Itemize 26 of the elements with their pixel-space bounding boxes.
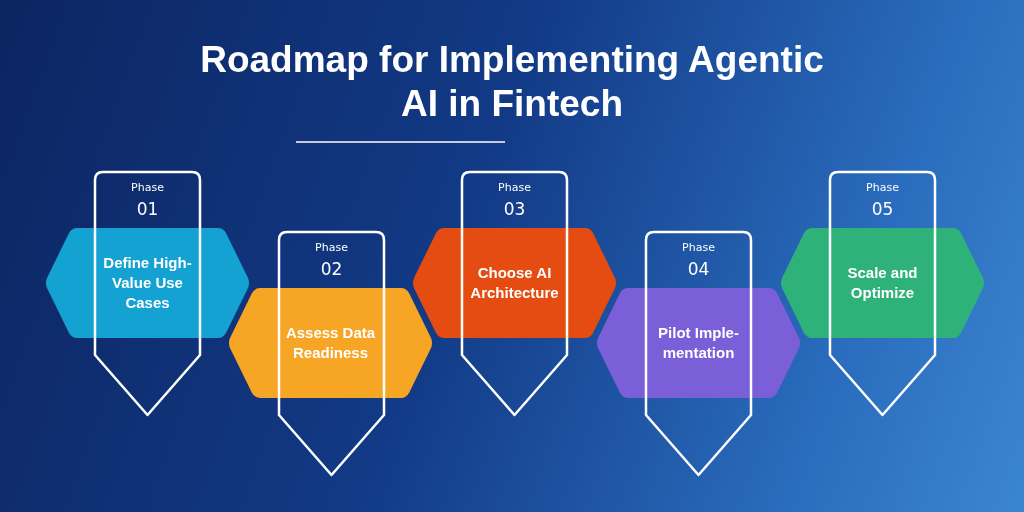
phase-outline: [95, 172, 200, 415]
phase-number: 05: [870, 198, 895, 220]
phase-label: Phase: [314, 241, 349, 255]
phase-title: Choose AI Architecture: [469, 263, 560, 303]
phase-number: 03: [502, 198, 527, 220]
phase-number: 01: [135, 198, 160, 220]
phase-number: 02: [319, 258, 344, 280]
phase-number: 04: [686, 258, 711, 280]
phase-label: Phase: [681, 241, 716, 255]
phase-hexagon: [596, 288, 801, 398]
title: Roadmap for Implementing Agentic AI in Fintech: [199, 38, 825, 126]
phase-hexagon: [412, 228, 617, 338]
phase-hexagon: [45, 228, 250, 338]
phase-outline: [830, 172, 935, 415]
phase-outline: [462, 172, 567, 415]
phase-title: Pilot Imple-mentation: [657, 323, 740, 363]
phase-outline: [646, 232, 751, 475]
phase-hexagon: [780, 228, 985, 338]
phase-label: Phase: [130, 181, 165, 195]
phase-title: Define High-Value Use Cases: [102, 253, 193, 313]
phase-label: Phase: [497, 181, 532, 195]
phase-hexagon: [228, 288, 433, 398]
phase-title: Scale and Optimize: [846, 263, 919, 303]
phase-label: Phase: [865, 181, 900, 195]
phase-outline: [279, 232, 384, 475]
phase-title: Assess Data Readiness: [284, 323, 377, 363]
